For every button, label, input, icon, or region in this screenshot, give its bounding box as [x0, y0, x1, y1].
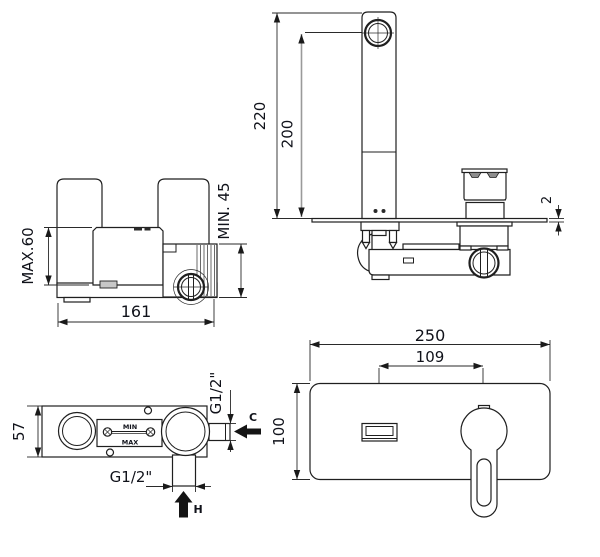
- label-min: MIN: [123, 423, 137, 431]
- dim-220: 220: [251, 12, 362, 219]
- dim-label-250: 250: [415, 326, 446, 345]
- side-handle-cartridge: [461, 168, 508, 220]
- dim-label-109: 109: [416, 348, 445, 366]
- dim-label-57: 57: [10, 422, 28, 441]
- dim-250: 250: [309, 326, 551, 381]
- plate-outline: [309, 382, 551, 481]
- dim-g12-hot: G1/2": [110, 468, 211, 492]
- dim-label-g12-hot: G1/2": [110, 468, 153, 486]
- dim-label-2: 2: [540, 196, 555, 204]
- top-spout-port: [57, 411, 97, 451]
- dim-label-200: 200: [279, 120, 297, 149]
- dim-label-max-60: MAX.60: [19, 227, 37, 284]
- plate-handle-lever: [460, 404, 508, 518]
- side-valve-flange: [456, 221, 513, 251]
- side-spout-top-screw: [362, 17, 394, 49]
- cold-flow-arrow: C: [234, 411, 261, 439]
- top-mount-hole-1: [143, 406, 153, 415]
- front-clip-slot-1: [134, 227, 142, 231]
- side-inlet-screw: [468, 247, 500, 279]
- top-mount-hole-2: [105, 448, 115, 457]
- front-inlet-tab: [162, 243, 177, 253]
- hot-flow-arrow: H: [174, 491, 203, 518]
- top-center-bridge: MIN MAX: [96, 418, 163, 448]
- dim-200: 200: [279, 32, 363, 217]
- top-cartridge-port: [160, 406, 211, 457]
- dim-57: 57: [10, 405, 42, 458]
- dim-max-60: MAX.60: [19, 227, 92, 286]
- side-spout-dot-2: [381, 209, 386, 213]
- front-body-view: MAX.60 MIN. 45 161: [19, 178, 247, 327]
- top-view: MIN MAX 57 G1/2": [10, 372, 261, 518]
- top-cold-inlet-stub: [208, 422, 231, 442]
- front-clip: [99, 280, 118, 289]
- front-left-column: [56, 178, 103, 285]
- top-hot-inlet-stub: [171, 454, 197, 487]
- side-inwall-body: [356, 221, 513, 281]
- dim-2: 2: [540, 196, 564, 236]
- side-plate: [311, 217, 548, 223]
- side-handle-tab-1: [468, 172, 482, 178]
- dim-label-220: 220: [251, 102, 269, 131]
- dim-min-45: MIN. 45: [215, 182, 247, 298]
- plate-spout-opening: [361, 422, 398, 442]
- side-spout-column: [361, 11, 397, 220]
- front-clip-slot-2: [144, 227, 151, 231]
- dim-label-g12-cold: G1/2": [207, 372, 225, 415]
- side-handle-tab-2: [486, 172, 500, 178]
- plate-handle-slot: [476, 458, 492, 507]
- plate-front-view: 250 109 100: [270, 326, 551, 518]
- side-view: 220 200: [251, 11, 564, 281]
- dim-label-161: 161: [121, 302, 152, 321]
- side-spout-dot-1: [373, 209, 378, 213]
- label-cold: C: [249, 411, 257, 424]
- front-central-box: [92, 226, 164, 286]
- front-base-foot: [63, 296, 91, 303]
- dim-100: 100: [270, 383, 310, 480]
- dim-label-min-45: MIN. 45: [215, 182, 233, 239]
- dim-161: 161: [57, 299, 215, 327]
- side-fixing-screws: [361, 229, 398, 250]
- dim-label-100: 100: [270, 417, 288, 446]
- front-inlet-screw: [173, 269, 209, 305]
- label-max: MAX: [122, 439, 139, 447]
- top-adjust-screw-right: [145, 427, 156, 437]
- label-hot: H: [194, 503, 203, 516]
- top-adjust-screw-left: [102, 427, 113, 437]
- dim-g12-cold: G1/2": [207, 372, 236, 452]
